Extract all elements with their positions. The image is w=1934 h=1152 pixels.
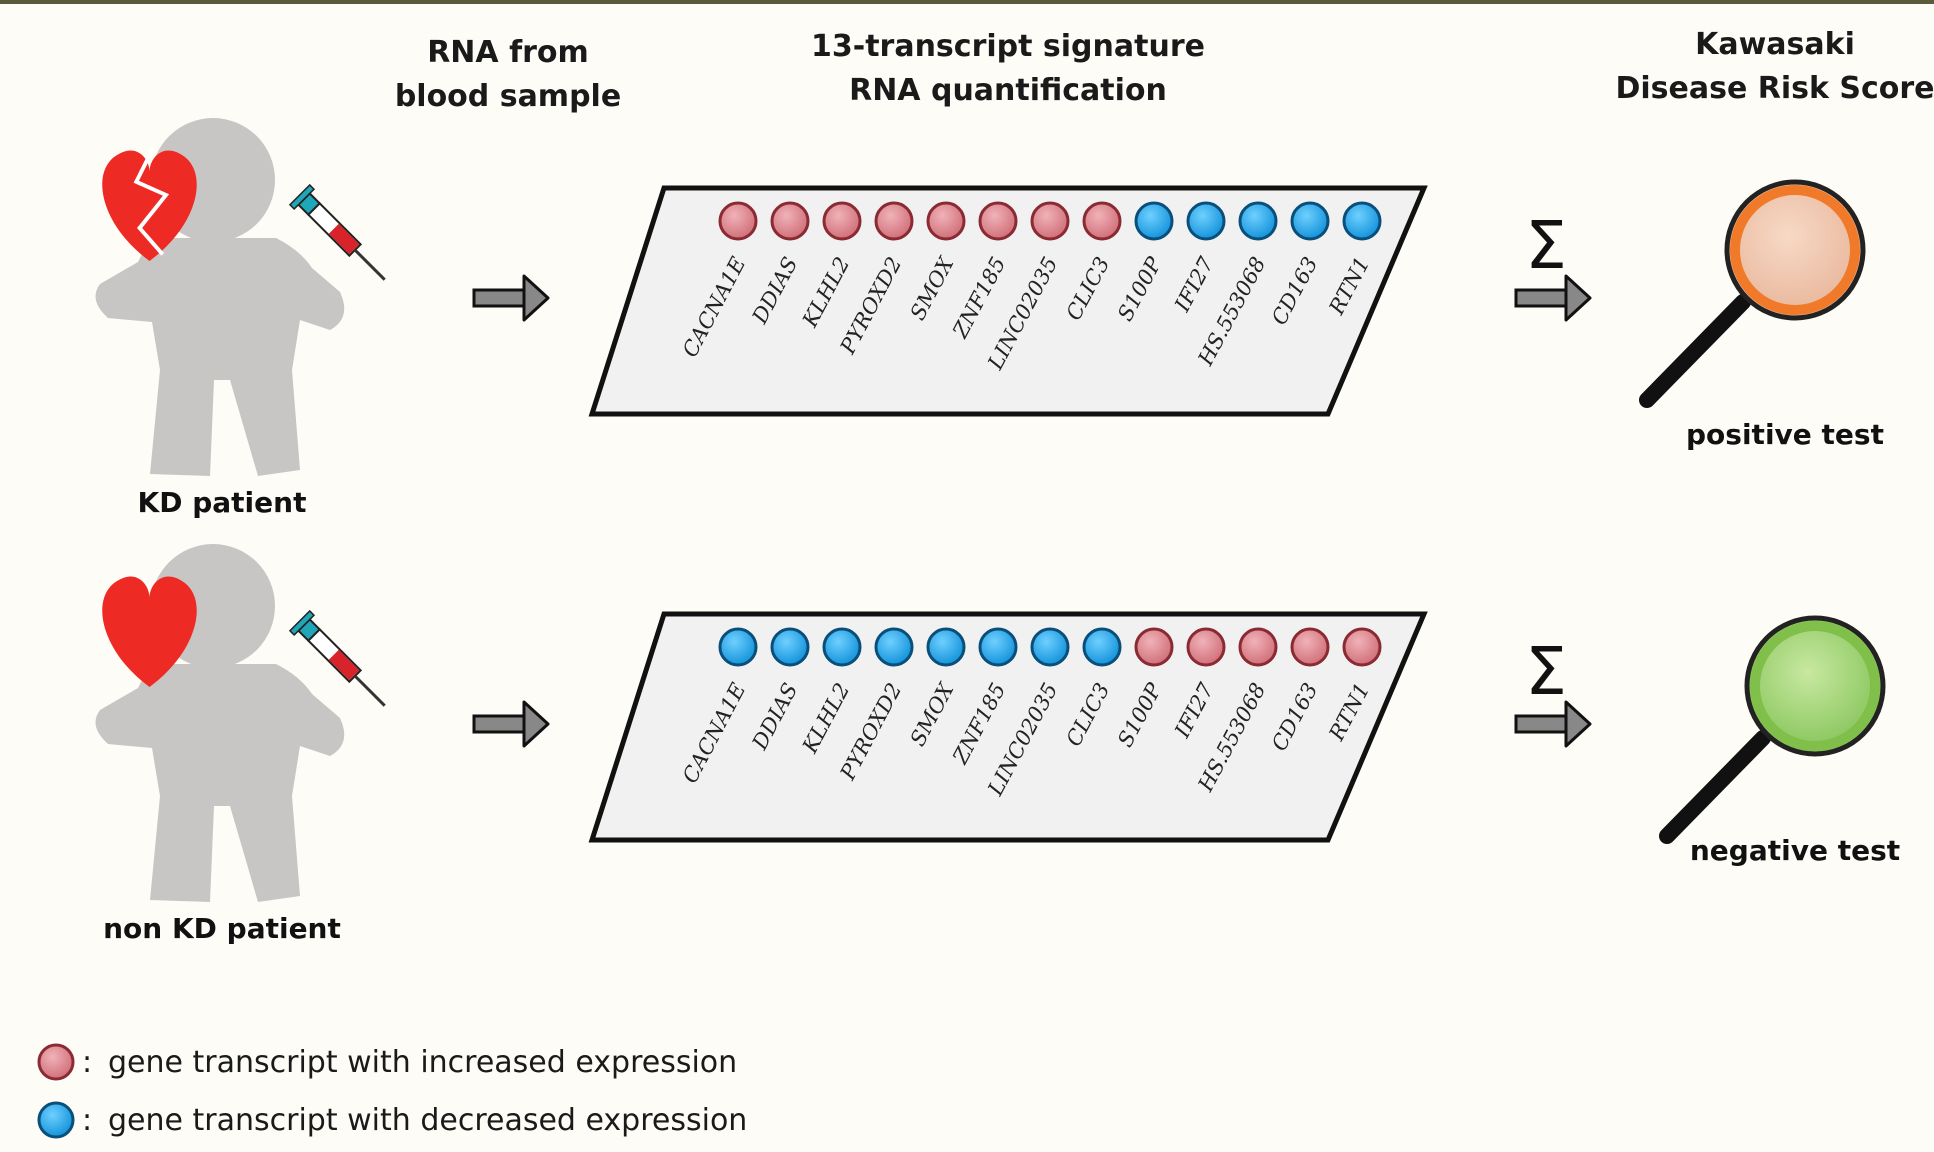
signature-panel xyxy=(588,185,1428,417)
positive-magnifier-icon xyxy=(1639,179,1866,408)
decreased-expression-dot xyxy=(1238,201,1278,241)
decreased-expression-dot xyxy=(1290,201,1330,241)
increased-expression-dot xyxy=(1186,627,1226,667)
legend: : gene transcript with increased express… xyxy=(37,1043,747,1139)
increased-expression-dot xyxy=(1290,627,1330,667)
legend-decreased-text: gene transcript with decreased expressio… xyxy=(108,1103,747,1138)
legend-decreased-dot xyxy=(37,1101,75,1139)
decreased-expression-dot xyxy=(978,627,1018,667)
signature-header-line1: 13-transcript signature xyxy=(811,29,1205,64)
syringe-icon xyxy=(288,609,386,707)
test-result-label: positive test xyxy=(1686,418,1884,451)
patient-label: KD patient xyxy=(138,486,307,519)
decreased-expression-dot xyxy=(770,627,810,667)
increased-expression-dot xyxy=(978,201,1018,241)
legend-increased-colon: : xyxy=(82,1045,92,1080)
legend-increased-text: gene transcript with increased expressio… xyxy=(108,1045,737,1080)
increased-expression-dot xyxy=(1342,627,1382,667)
increased-expression-dot xyxy=(822,201,862,241)
increased-expression-dot xyxy=(1082,201,1122,241)
increased-expression-dot xyxy=(1134,627,1174,667)
kd-score-header-line2: Disease Risk Score xyxy=(1615,71,1934,106)
decreased-expression-dot xyxy=(926,627,966,667)
increased-expression-dot xyxy=(1030,201,1070,241)
increased-expression-dot xyxy=(874,201,914,241)
decreased-expression-dot xyxy=(1186,201,1226,241)
increased-expression-dot xyxy=(1238,627,1278,667)
rna-header-line2: blood sample xyxy=(395,79,621,114)
decreased-expression-dot xyxy=(1134,201,1174,241)
decreased-expression-dot xyxy=(1030,627,1070,667)
signature-header-line2: RNA quantification xyxy=(849,73,1167,108)
arrow-icon xyxy=(472,700,550,748)
test-result-label: negative test xyxy=(1690,834,1900,867)
sum-symbol: Σ xyxy=(1525,633,1567,710)
negative-magnifier-icon xyxy=(1659,615,1886,844)
kd-score-header-line1: Kawasaki xyxy=(1695,27,1855,62)
decreased-expression-dot xyxy=(718,627,758,667)
broken-heart-icon xyxy=(102,147,197,262)
legend-decreased-colon: : xyxy=(82,1103,92,1138)
increased-expression-dot xyxy=(770,201,810,241)
arrow-icon xyxy=(472,274,550,322)
signature-panel xyxy=(588,611,1428,843)
heart-icon xyxy=(102,576,197,687)
top-border xyxy=(0,0,1934,4)
decreased-expression-dot xyxy=(874,627,914,667)
decreased-expression-dot xyxy=(1342,201,1382,241)
increased-expression-dot xyxy=(926,201,966,241)
legend-increased-dot xyxy=(37,1043,75,1081)
increased-expression-dot xyxy=(718,201,758,241)
decreased-expression-dot xyxy=(1082,627,1122,667)
patient-label: non KD patient xyxy=(103,912,341,945)
sum-symbol: Σ xyxy=(1525,207,1567,284)
rna-header-line1: RNA from xyxy=(427,35,589,70)
decreased-expression-dot xyxy=(822,627,862,667)
syringe-icon xyxy=(288,183,386,281)
